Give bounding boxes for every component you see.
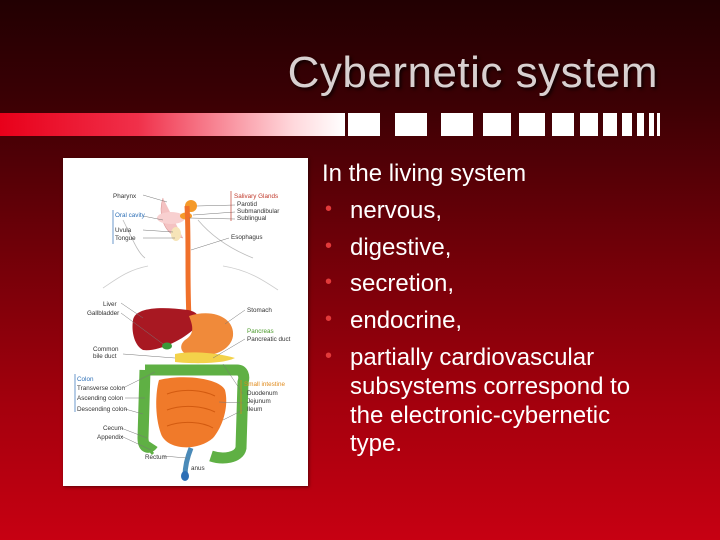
label-colon: Colon [77,376,94,383]
deco-square [552,113,574,136]
label-sublingual: Sublingual [237,215,266,222]
label-anus: anus [191,465,205,472]
bullet-text: endocrine, [350,307,463,335]
deco-square [483,113,511,136]
bullet-item: • endocrine, [322,307,667,336]
bullet-text: secretion, [350,270,455,298]
label-uvula: Uvula [115,227,132,234]
label-gallbladder: Gallbladder [87,310,119,317]
label-parotid: Parotid [237,201,257,208]
label-descending-colon: Descending colon [77,406,128,413]
deco-square [395,113,427,136]
label-pancreatic-duct: Pancreatic duct [247,336,291,343]
label-esophagus: Esophagus [231,234,263,241]
label-bile-duct: bile duct [93,353,117,360]
deco-square [603,113,617,136]
label-appendix: Appendix [97,434,124,441]
intro-text: In the living system [322,160,527,187]
bullet-item: • partially cardiovascular subsystems cor… [322,344,667,459]
bullet-list: • nervous, • digestive, • secretion, • endoc… [322,197,667,459]
digestive-system-diagram: Pharynx Oral cavity Uvula Tongue Salivar… [63,158,308,486]
label-rectum: Rectum [145,454,167,461]
bullet-text: partially cardiovascular subsystems corr… [350,343,631,458]
deco-square [441,113,473,136]
label-ileum: Ileum [247,406,262,413]
label-liver: Liver [103,301,117,308]
label-cecum: Cecum [103,425,123,432]
bullet-item: • nervous, [322,197,667,226]
bullet-dot-icon: • [325,197,333,220]
bullet-text: nervous, [350,196,443,224]
label-salivary-glands: Salivary Glands [234,193,278,200]
label-pharynx: Pharynx [113,193,137,200]
bullet-dot-icon: • [325,271,333,294]
bullet-dot-icon: • [325,234,333,257]
label-pancreas: Pancreas [247,328,274,335]
bullet-dot-icon: • [325,308,333,331]
label-oral-cavity: Oral cavity [115,212,146,219]
deco-square [622,113,632,136]
label-common: Common [93,346,119,353]
deco-square [649,113,654,136]
label-small-intestine: Small intestine [244,381,285,388]
label-submandibular: Submandibular [237,208,279,215]
deco-square [657,113,660,136]
digestive-system-illustration: Pharynx Oral cavity Uvula Tongue Salivar… [74,191,291,481]
slide-body: In the living system • nervous, • digestiv… [322,160,667,467]
label-duodenum: Duodenum [247,390,278,397]
slide-title: Cybernetic system [287,48,658,97]
deco-square [348,113,380,136]
bullet-text: digestive, [350,233,452,261]
deco-square [519,113,545,136]
bullet-item: • secretion, [322,270,667,299]
deco-square [580,113,598,136]
label-transverse-colon: Transverse colon [77,385,126,392]
title-gradient-bar [0,113,345,136]
label-jejunum: Jejunum [247,398,271,405]
deco-square [637,113,644,136]
bullet-dot-icon: • [325,344,333,367]
decorative-squares [0,113,720,136]
label-tongue: Tongue [115,235,136,242]
label-ascending-colon: Ascending colon [77,395,124,402]
label-stomach: Stomach [247,307,272,314]
bullet-item: • digestive, [322,234,667,263]
